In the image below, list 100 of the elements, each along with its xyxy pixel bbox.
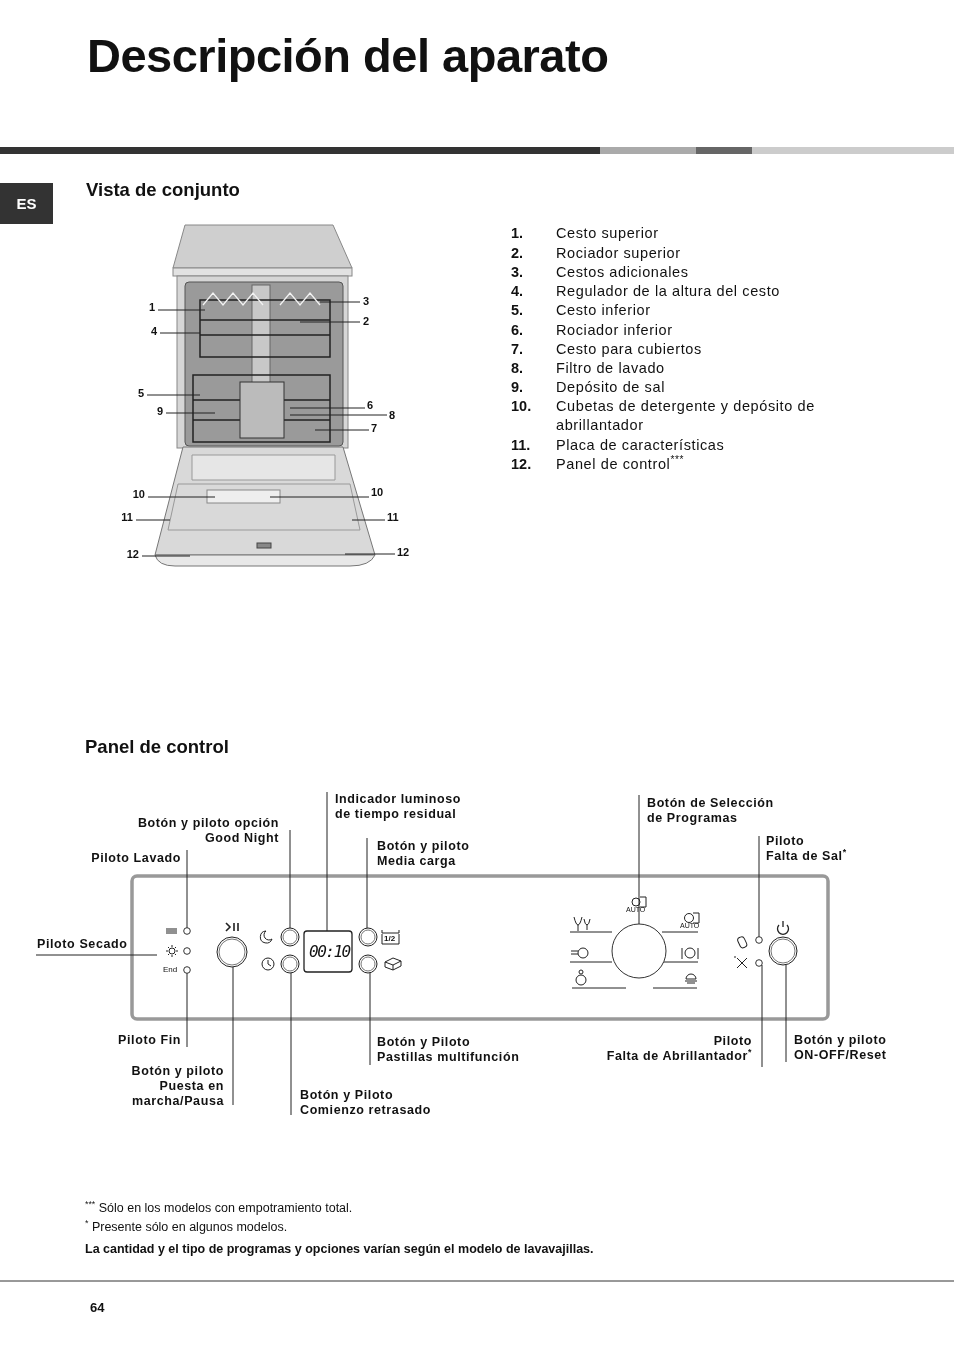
- callout-number: 3: [363, 295, 370, 309]
- push-button: [280, 954, 300, 974]
- list-item: Placa de características: [556, 436, 725, 455]
- note-text: La cantidad y el tipo de programas y opciones varían según el modelo de lavavajillas.: [85, 1242, 594, 1257]
- leader-line: [289, 407, 366, 409]
- leader-line: [344, 553, 396, 555]
- callout-number: 8: [389, 409, 396, 423]
- part-label: Botón y Piloto Pastillas multifunción: [377, 1035, 520, 1065]
- part-label: Piloto Fin: [118, 1033, 181, 1048]
- part-label: Piloto Lavado: [91, 851, 181, 866]
- list-item: Depósito de sal: [556, 378, 665, 397]
- indicator-light: [755, 936, 763, 944]
- callout-number: 11: [121, 511, 133, 525]
- list-number: 7.: [511, 340, 524, 359]
- leader-line: [289, 829, 291, 929]
- list-number: 8.: [511, 359, 524, 378]
- list-number: 4.: [511, 282, 524, 301]
- section-heading: Panel de control: [85, 736, 229, 759]
- list-item: Cesto superior: [556, 224, 659, 243]
- callout-number: 2: [363, 315, 370, 329]
- leader-line: [147, 496, 216, 498]
- part-label: Botón y Piloto Comienzo retrasado: [300, 1088, 431, 1118]
- push-button: [358, 927, 378, 947]
- indicator-light: [755, 959, 763, 967]
- list-item: Cestos adicionales: [556, 263, 689, 282]
- power-button: [768, 936, 798, 966]
- leader-line: [135, 519, 171, 521]
- list-number: 10.: [511, 397, 532, 416]
- push-button: [358, 954, 378, 974]
- digital-display: [303, 930, 353, 973]
- list-number: 9.: [511, 378, 524, 397]
- page-title: Descripción del aparato: [87, 28, 609, 84]
- leader-line: [157, 309, 206, 311]
- list-item: Cesto para cubiertos: [556, 340, 702, 359]
- leader-line: [366, 837, 368, 929]
- leader-line: [269, 496, 370, 498]
- list-item: Filtro de lavado: [556, 359, 665, 378]
- selector-dial: [611, 923, 667, 979]
- list-number: 6.: [511, 321, 524, 340]
- list-item: Rociador inferior: [556, 321, 673, 340]
- leader-line: [186, 849, 188, 929]
- callout-number: 10: [371, 486, 384, 500]
- part-label: Botón y piloto ON-OFF/Reset: [794, 1033, 887, 1063]
- callout-number: 6: [367, 399, 374, 413]
- leader-line: [326, 791, 328, 932]
- list-number: 11.: [511, 436, 531, 455]
- list-number: 2.: [511, 244, 524, 263]
- leader-line: [186, 972, 188, 1048]
- leader-line: [35, 954, 158, 956]
- display-digits: 00:10: [309, 942, 350, 962]
- list-item: Regulador de la altura del cesto: [556, 282, 780, 301]
- list-number: 12.: [511, 455, 532, 474]
- start-pause-button: [216, 936, 248, 968]
- leader-line: [369, 972, 371, 1066]
- leader-line: [299, 321, 361, 323]
- list-item: Panel de control$^{***}$: [556, 455, 685, 474]
- language-tab: ES: [0, 183, 53, 224]
- leader-line: [319, 301, 361, 303]
- callout-number: 12: [397, 546, 410, 560]
- callout-number: 10: [132, 488, 145, 502]
- list-number: 1.: [511, 224, 524, 243]
- page-number: 64: [90, 1300, 105, 1316]
- part-label: Botón de Selección de Programas: [647, 796, 774, 826]
- footnote: $^{*}$ Presente sólo en algunos modelos.: [85, 1220, 288, 1235]
- list-item: Rociador superior: [556, 244, 681, 263]
- part-label: Piloto Falta de Abrillantador$^{*}$: [606, 1034, 752, 1064]
- part-label: Piloto Secado: [37, 937, 128, 952]
- callout-number: 4: [150, 325, 157, 339]
- callout-number: 5: [137, 387, 144, 401]
- callout-number: 11: [387, 511, 399, 525]
- leader-line: [351, 519, 386, 521]
- callout-number: 1: [148, 301, 155, 315]
- leader-line: [141, 555, 191, 557]
- leader-line: [761, 964, 763, 1068]
- leader-line: [232, 966, 234, 1106]
- list-item: Cubetas de detergente y depósito de abrillantador: [556, 397, 816, 435]
- indicator-light: [183, 927, 191, 935]
- indicator-light: [183, 966, 191, 974]
- part-label: Indicador luminoso de tiempo residual: [335, 792, 462, 822]
- leader-line: [314, 429, 370, 431]
- list-number: 3.: [511, 263, 524, 282]
- push-button: [280, 927, 300, 947]
- callout-number: 7: [371, 422, 378, 436]
- leader-line: [165, 412, 216, 414]
- leader-line: [638, 794, 640, 925]
- callout-number: 12: [126, 548, 139, 562]
- part-label: Botón y piloto opción Good Night: [137, 816, 279, 846]
- leader-line: [758, 835, 760, 938]
- footnote: $^{***}$ Sólo en los modelos con empotramiento total.: [85, 1201, 353, 1216]
- list-number: 5.: [511, 301, 524, 320]
- leader-line: [146, 394, 201, 396]
- list-item: Cesto inferior: [556, 301, 651, 320]
- load-mark: 1/2: [384, 934, 396, 944]
- leader-line: [159, 332, 201, 334]
- leader-line: [289, 414, 388, 416]
- part-label: Piloto Falta de Sal$^{*}$: [766, 834, 847, 864]
- leader-line: [290, 972, 292, 1116]
- indicator-text: End: [163, 965, 178, 975]
- callout-number: 9: [156, 405, 163, 419]
- part-label: Botón y piloto Puesta en marcha/Pausa: [131, 1064, 224, 1109]
